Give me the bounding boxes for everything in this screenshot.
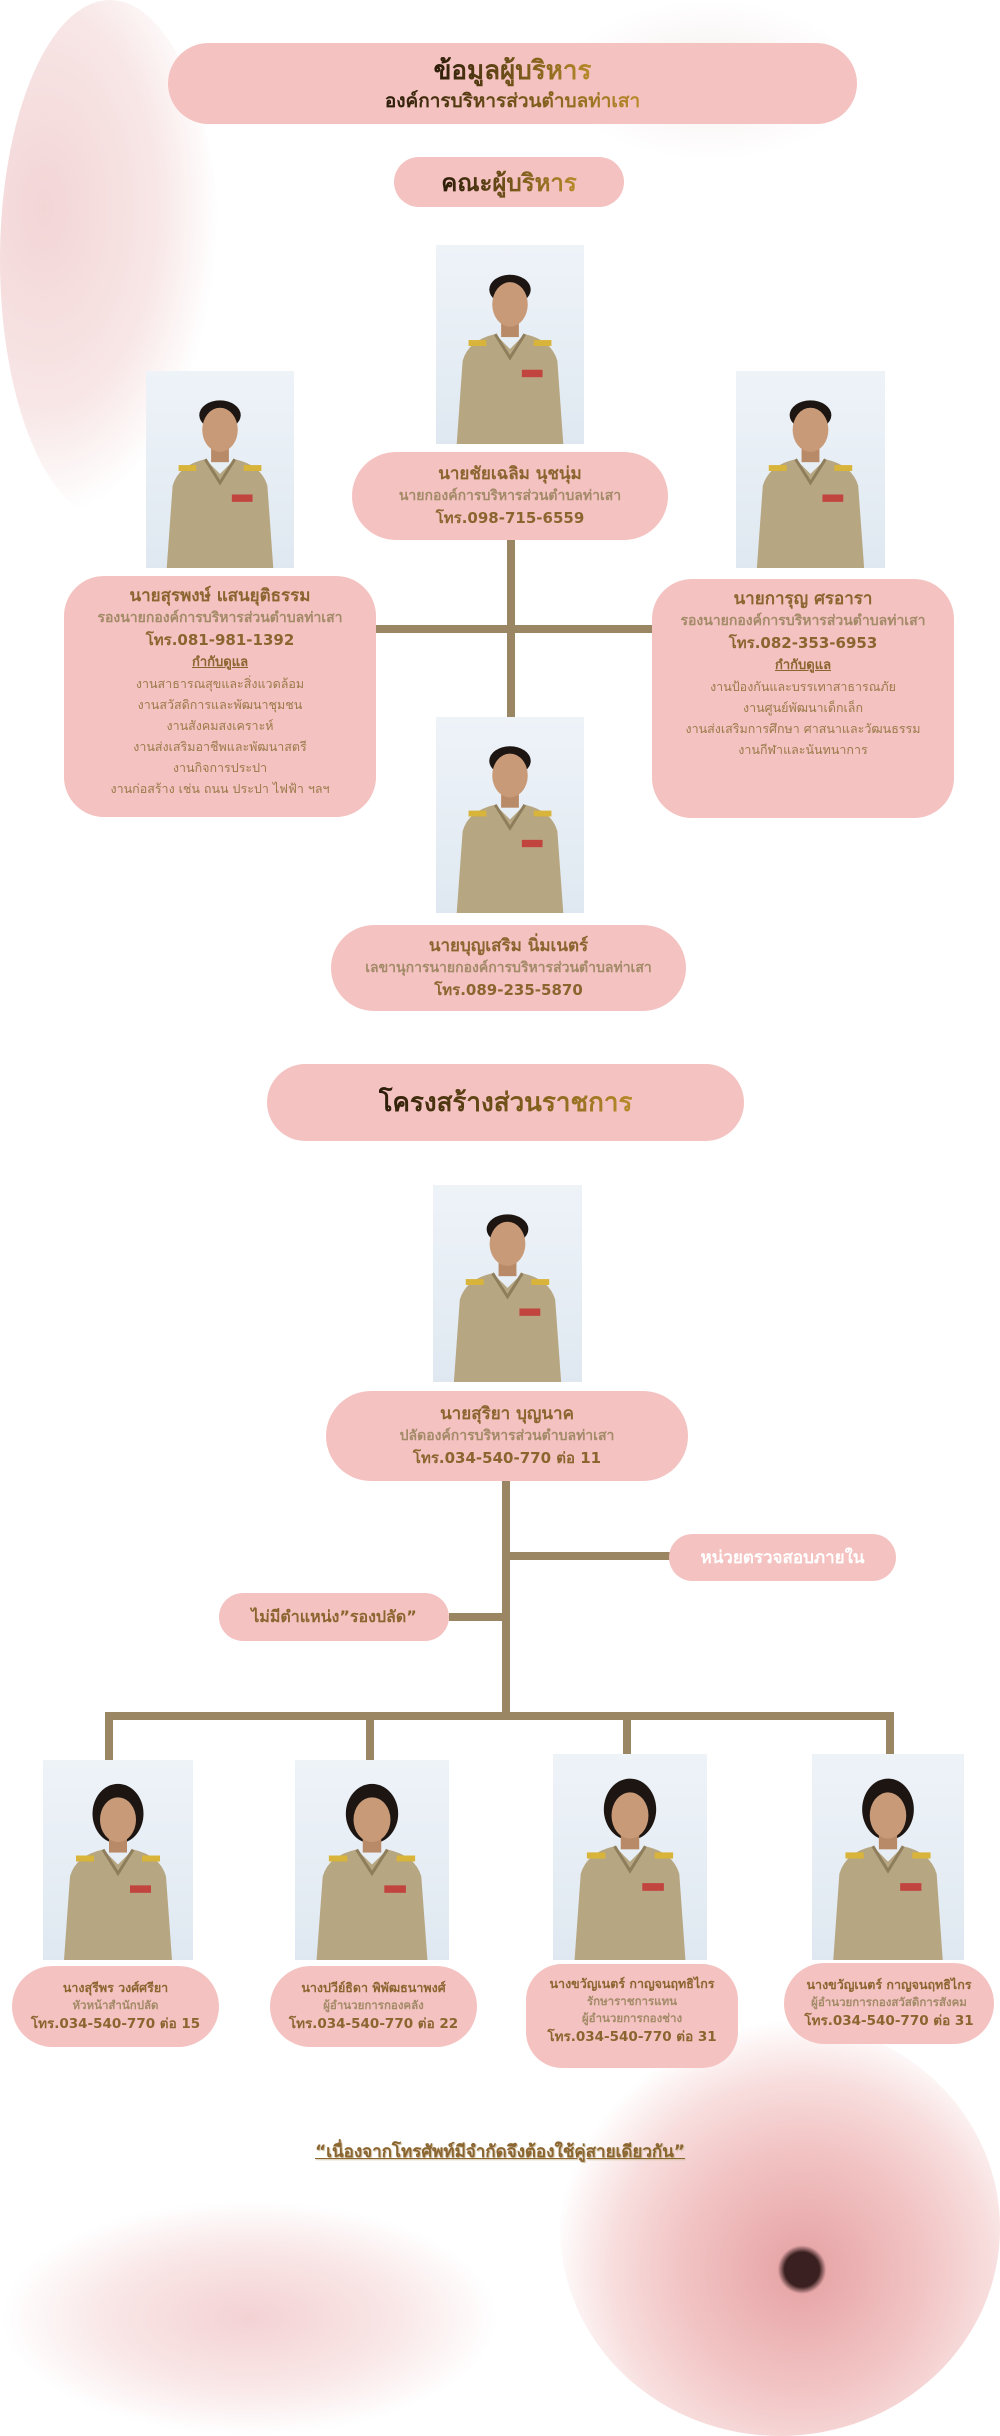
- portrait-icon: [456, 274, 564, 444]
- no-deputy-note: ไม่มีตำแหน่ง”รองปลัด”: [219, 1593, 449, 1641]
- photo-secretary: [436, 717, 584, 913]
- structure-heading: โครงสร้างส่วนราชการ: [267, 1064, 744, 1141]
- connector-line: [510, 1552, 670, 1560]
- photo-staff-3: [553, 1754, 707, 1960]
- executives-heading-label: คณะผู้บริหาร: [441, 163, 577, 202]
- person-role: รักษาราชการแทน: [586, 1994, 678, 2008]
- staff-card: นางปวีย์ธิดา พิพัฒธนาพงศ์ ผู้อำนวยการกอง…: [270, 1966, 477, 2047]
- person-role: รองนายกองค์การบริหารส่วนตำบลท่าเสา: [97, 610, 343, 626]
- person-name: นายการุญ ศรอารา: [733, 589, 873, 609]
- staff-card: นางขวัญเนตร์ กาญจนฤทธิไกร ผู้อำนวยการกอง…: [784, 1963, 994, 2044]
- portrait-icon: [756, 400, 865, 568]
- duty-item: งานศูนย์พัฒนาเด็กเล็ก: [742, 700, 864, 715]
- supervise-label: กำกับดูแล: [191, 655, 249, 670]
- executives-heading: คณะผู้บริหาร: [394, 157, 624, 207]
- connector-line: [623, 1712, 631, 1760]
- no-deputy-label: ไม่มีตำแหน่ง”รองปลัด”: [251, 1606, 417, 1626]
- portrait-icon: [453, 1214, 562, 1382]
- duty-item: งานสวัสดิการและพัฒนาชุมชน: [137, 697, 303, 712]
- photo-staff-1: [43, 1760, 193, 1960]
- person-phone: โทร.034-540-770 ต่อ 31: [804, 2013, 974, 2029]
- staff-card: นางขวัญเนตร์ กาญจนฤทธิไกร รักษาราชการแทน…: [526, 1964, 738, 2068]
- deputy-2-card: นายการุญ ศรอารา รองนายกองค์การบริหารส่วน…: [652, 579, 954, 818]
- person-name: นางสุรีพร วงศ์ศรียา: [62, 1980, 169, 1995]
- connector-line: [366, 1712, 374, 1760]
- chief-card: นายสุริยา บุญนาค ปลัดองค์การบริหารส่วนตำ…: [326, 1391, 688, 1481]
- duty-item: งานป้องกันและบรรเทาสาธารณภัย: [710, 679, 896, 694]
- page-subtitle: องค์การบริหารส่วนตำบลท่าเสา: [384, 89, 641, 112]
- person-name: นางปวีย์ธิดา พิพัฒธนาพงศ์: [301, 1980, 446, 1995]
- supervise-label: กำกับดูแล: [774, 658, 832, 673]
- duty-item: งานกีฬาและนันทนาการ: [738, 742, 868, 757]
- photo-chief: [433, 1185, 582, 1382]
- portrait-icon: [166, 400, 274, 568]
- connector-line: [886, 1712, 894, 1760]
- person-role-2: ผู้อำนวยการกองช่าง: [581, 2011, 683, 2025]
- photo-deputy-2: [736, 371, 885, 568]
- duty-item: งานกิจการประปา: [172, 760, 268, 775]
- person-phone: โทร.098-715-6559: [435, 509, 585, 527]
- photo-staff-4: [812, 1754, 964, 1960]
- person-phone: โทร.034-540-770 ต่อ 22: [288, 2016, 459, 2032]
- person-phone: โทร.082-353-6953: [728, 634, 878, 652]
- portrait-icon: [574, 1778, 686, 1960]
- person-phone: โทร.034-540-770 ต่อ 11: [412, 1449, 602, 1467]
- connector-line: [105, 1712, 113, 1760]
- portrait-icon: [456, 746, 564, 913]
- person-name: นางขวัญเนตร์ กาญจนฤทธิไกร: [806, 1977, 972, 1992]
- person-role: ผู้อำนวยการกองคลัง: [323, 1998, 424, 2012]
- connector-line: [376, 625, 652, 633]
- person-name: นางขวัญเนตร์ กาญจนฤทธิไกร: [549, 1976, 715, 1991]
- person-phone: โทร.034-540-770 ต่อ 31: [547, 2029, 717, 2045]
- person-phone: โทร.081-981-1392: [145, 631, 295, 649]
- connector-line: [502, 1481, 510, 1720]
- portrait-icon: [64, 1783, 172, 1960]
- secretary-card: นายบุญเสริม นิ่มเนตร์ เลขานุการนายกองค์ก…: [331, 925, 686, 1011]
- duty-item: งานสาธารณสุขและสิ่งแวดล้อม: [135, 676, 305, 691]
- person-name: นายบุญเสริม นิ่มเนตร์: [428, 936, 589, 956]
- page-header: ข้อมูลผู้บริหาร องค์การบริหารส่วนตำบลท่า…: [168, 43, 857, 124]
- person-role: รองนายกองค์การบริหารส่วนตำบลท่าเสา: [680, 613, 926, 629]
- staff-card: นางสุรีพร วงศ์ศรียา หัวหน้าสำนักปลัด โทร…: [12, 1966, 219, 2047]
- photo-mayor: [436, 245, 584, 444]
- portrait-icon: [833, 1778, 943, 1960]
- person-name: นายชัยเฉลิม นุชนุ่ม: [438, 464, 582, 484]
- duty-item: งานส่งเสริมการศึกษา ศาสนาและวัฒนธรรม: [685, 721, 921, 736]
- duty-item: งานสังคมสงเคราะห์: [166, 718, 274, 733]
- person-role: ปลัดองค์การบริหารส่วนตำบลท่าเสา: [399, 1428, 615, 1444]
- footer-note: “เนื่องจากโทรศัพท์มีจำกัดจึงต้องใช้คู่สา…: [315, 2142, 685, 2162]
- person-role: ผู้อำนวยการกองสวัสดิการสังคม: [811, 1995, 967, 2009]
- person-phone: โทร.034-540-770 ต่อ 15: [30, 2016, 201, 2032]
- structure-heading-label: โครงสร้างส่วนราชการ: [379, 1082, 633, 1123]
- connector-line: [105, 1712, 894, 1720]
- internal-audit-label: หน่วยตรวจสอบภายใน: [700, 1548, 865, 1568]
- person-role: เลขานุการนายกองค์การบริหารส่วนตำบลท่าเสา: [365, 960, 652, 976]
- person-phone: โทร.089-235-5870: [434, 981, 583, 999]
- mayor-card: นายชัยเฉลิม นุชนุ่ม นายกองค์การบริหารส่ว…: [352, 452, 668, 540]
- internal-audit-unit: หน่วยตรวจสอบภายใน: [669, 1534, 896, 1581]
- person-role: หัวหน้าสำนักปลัด: [72, 1998, 159, 2012]
- portrait-icon: [316, 1783, 428, 1960]
- person-name: นายสุริยา บุญนาค: [440, 1404, 574, 1424]
- connector-line: [449, 1613, 502, 1621]
- person-role: นายกองค์การบริหารส่วนตำบลท่าเสา: [398, 488, 622, 504]
- photo-staff-2: [295, 1760, 449, 1960]
- duty-item: งานส่งเสริมอาชีพและพัฒนาสตรี: [133, 739, 307, 754]
- page-title: ข้อมูลผู้บริหาร: [433, 55, 592, 86]
- flower-decoration-bottom-right: [560, 2020, 1000, 2436]
- photo-deputy-1: [146, 371, 294, 568]
- person-name: นายสุรพงษ์ แสนยุติธรรม: [129, 586, 311, 606]
- flower-decoration-bottom-left: [0, 2200, 500, 2436]
- duty-item: งานก่อสร้าง เช่น ถนน ประปา ไฟฟ้า ฯลฯ: [110, 781, 330, 796]
- deputy-1-card: นายสุรพงษ์ แสนยุติธรรม รองนายกองค์การบริ…: [64, 576, 376, 817]
